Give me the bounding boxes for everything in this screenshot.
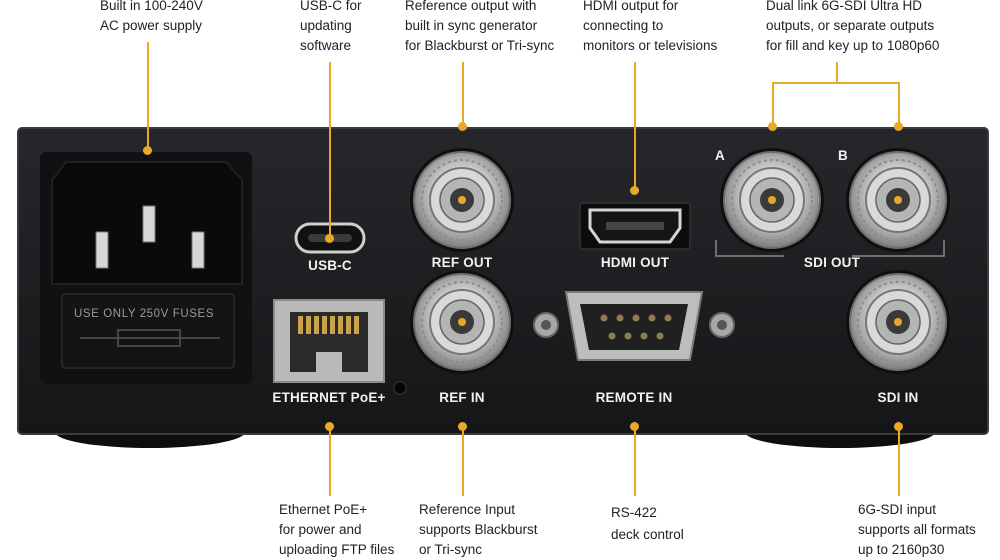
fuse-warning-label: USE ONLY 250V FUSES	[74, 308, 215, 320]
bnc-sdi-in	[846, 270, 950, 374]
leader-dot-power	[143, 146, 152, 155]
sdi-b-label: B	[838, 148, 848, 163]
leader-dot-hdmi	[630, 186, 639, 195]
leader-sdi-out-bar	[772, 82, 900, 84]
leader-ethernet	[329, 426, 331, 496]
remote-in-port	[533, 291, 735, 361]
bnc-sdi-out-a	[720, 148, 824, 252]
leader-dot-ethernet	[325, 422, 334, 431]
leader-sdi-in	[898, 426, 900, 496]
leader-dot-remote	[630, 422, 639, 431]
ethernet-label: ETHERNET PoE+	[272, 390, 386, 405]
leader-remote	[634, 426, 636, 496]
sdi-a-label: A	[715, 148, 725, 163]
ref-in-label: REF IN	[439, 390, 485, 405]
leader-ref-out	[462, 62, 464, 126]
leader-dot-sdi-b	[894, 122, 903, 131]
callout-hdmi: HDMI output for connecting to monitors o…	[583, 0, 718, 53]
leader-sdi-b	[898, 82, 900, 126]
leader-dot-usbc	[325, 234, 334, 243]
leader-power	[147, 42, 149, 150]
leader-dot-sdi-in	[894, 422, 903, 431]
sdi-in-label: SDI IN	[877, 390, 919, 405]
leader-sdi-a	[772, 82, 774, 126]
bnc-ref-in	[410, 270, 514, 374]
leader-hdmi	[634, 62, 636, 190]
callout-ref-in: Reference Input supports Blackburst or T…	[419, 502, 538, 557]
bnc-ref-out	[410, 148, 514, 252]
ethernet-port	[273, 299, 407, 395]
callout-remote: RS-422 deck control	[611, 505, 684, 542]
remote-in-label: REMOTE IN	[595, 390, 673, 405]
ref-out-label: REF OUT	[431, 255, 493, 270]
callout-sdi-out: Dual link 6G-SDI Ultra HD outputs, or se…	[766, 0, 940, 53]
callout-ethernet: Ethernet PoE+ for power and uploading FT…	[279, 502, 395, 557]
hdmi-port	[579, 202, 691, 250]
leader-usbc	[329, 62, 331, 238]
sdi-out-label: SDI OUT	[803, 255, 861, 270]
leader-dot-sdi-a	[768, 122, 777, 131]
usbc-label: USB-C	[308, 258, 352, 273]
hdmi-out-label: HDMI OUT	[600, 255, 670, 270]
power-inlet	[40, 152, 252, 384]
leader-sdi-out-stem	[836, 62, 838, 84]
sdi-out-bracket	[715, 240, 945, 257]
callout-power: Built in 100-240V AC power supply	[100, 0, 203, 33]
leader-dot-ref-out	[458, 122, 467, 131]
leader-dot-ref-in	[458, 422, 467, 431]
callout-ref-out: Reference output with built in sync gene…	[405, 0, 555, 53]
leader-ref-in	[462, 426, 464, 496]
bnc-sdi-out-b	[846, 148, 950, 252]
callout-usbc: USB-C for updating software	[300, 0, 362, 53]
callout-sdi-in: 6G-SDI input supports all formats up to …	[858, 502, 976, 557]
